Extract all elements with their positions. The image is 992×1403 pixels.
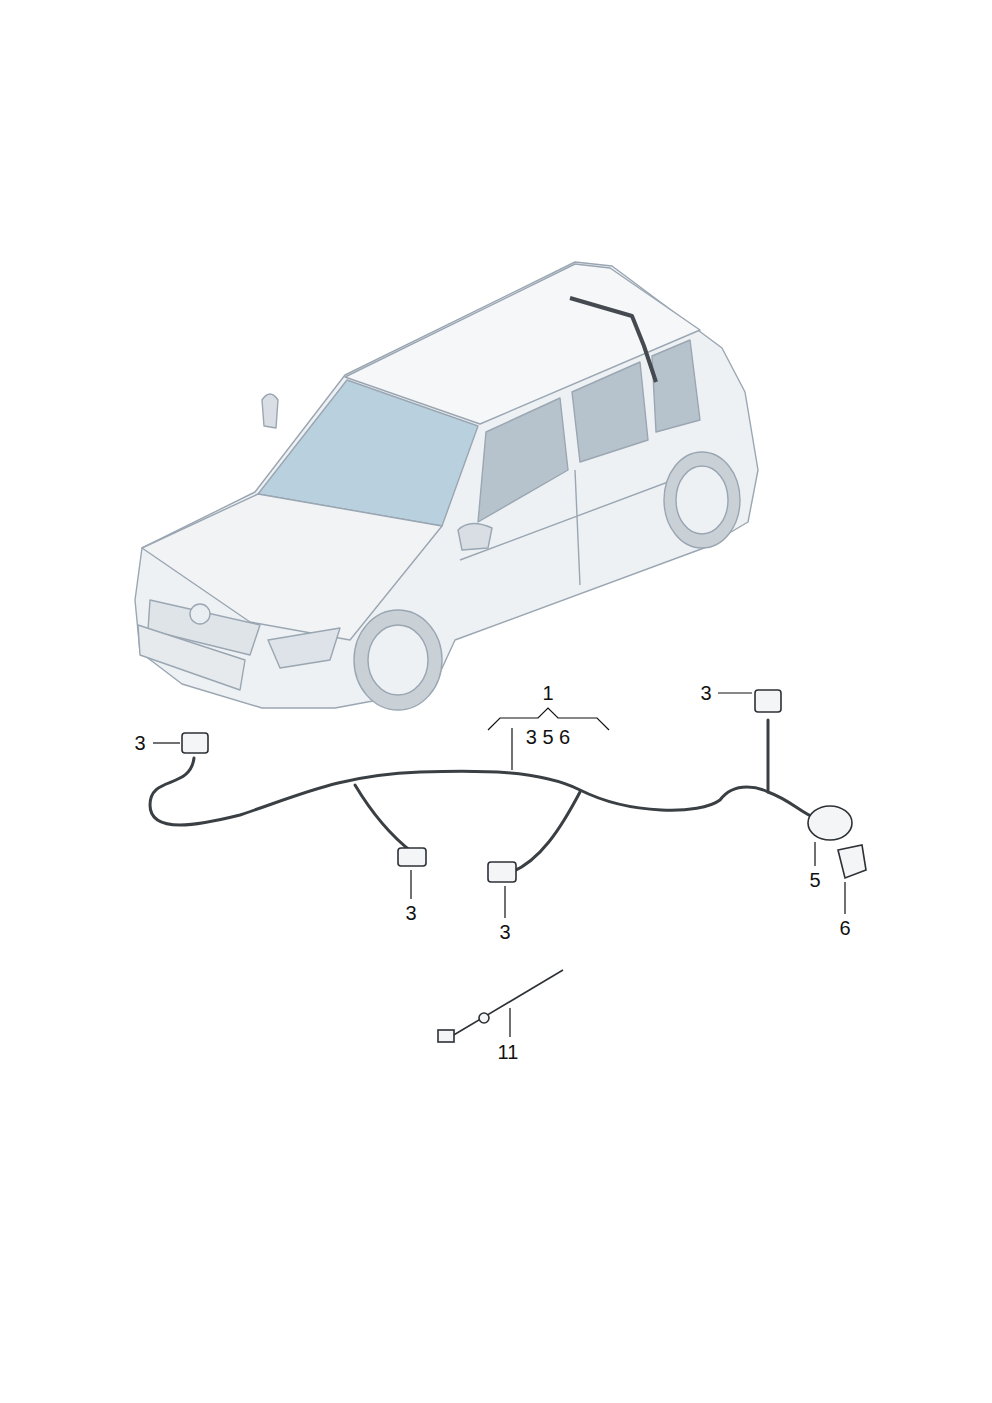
leader-line: [153, 742, 180, 743]
leader-line: [410, 870, 411, 899]
front-door-window: [478, 398, 568, 522]
quarter-window: [652, 340, 700, 432]
leader-line: [814, 842, 815, 866]
leader-line: [511, 728, 512, 770]
connector: [398, 848, 426, 866]
connector: [182, 733, 208, 753]
callout-number: 6: [839, 918, 850, 938]
callout-number: 3: [134, 733, 145, 753]
callout-number: 3: [405, 903, 416, 923]
rear-wheel: [664, 452, 740, 548]
leader-line: [718, 692, 752, 693]
connector: [755, 690, 781, 712]
harness-wire: [150, 758, 815, 825]
connector: [488, 862, 516, 882]
cable-tie: [438, 970, 563, 1042]
door-line: [460, 470, 700, 585]
leader-line: [509, 1008, 510, 1037]
callout-number: 11: [498, 1042, 519, 1062]
roof-wiring: [570, 298, 656, 382]
callout-group: 3 5 6: [526, 727, 570, 747]
callout-number: 1: [542, 683, 553, 703]
harness-branch: [767, 720, 770, 792]
headlight: [268, 628, 340, 668]
tie-anchor: [479, 1013, 489, 1023]
mirror: [262, 394, 278, 428]
callout-number: 3: [700, 683, 711, 703]
car-body: [135, 262, 758, 708]
leader-line: [504, 886, 505, 918]
lower-bumper: [138, 625, 245, 690]
leader-lines: [153, 693, 845, 1037]
rear-door-window: [572, 362, 648, 462]
clip: [838, 845, 866, 878]
harness-branch: [355, 785, 412, 852]
tie-strap: [452, 970, 563, 1036]
callout-number: 3: [499, 922, 510, 942]
connectors: [182, 690, 866, 882]
leader-line: [844, 882, 845, 914]
tie-head: [438, 1030, 454, 1042]
rear-wheel-rim: [676, 466, 728, 534]
callout-number: 5: [809, 870, 820, 890]
front-wheel-rim: [368, 625, 428, 695]
harness-branch: [512, 792, 580, 872]
wiring-harness: [150, 720, 815, 872]
car-illustration: [135, 262, 758, 710]
front-wheel: [354, 610, 442, 710]
badge: [190, 604, 210, 624]
mirror: [458, 523, 492, 550]
grommet-connector: [808, 806, 852, 840]
